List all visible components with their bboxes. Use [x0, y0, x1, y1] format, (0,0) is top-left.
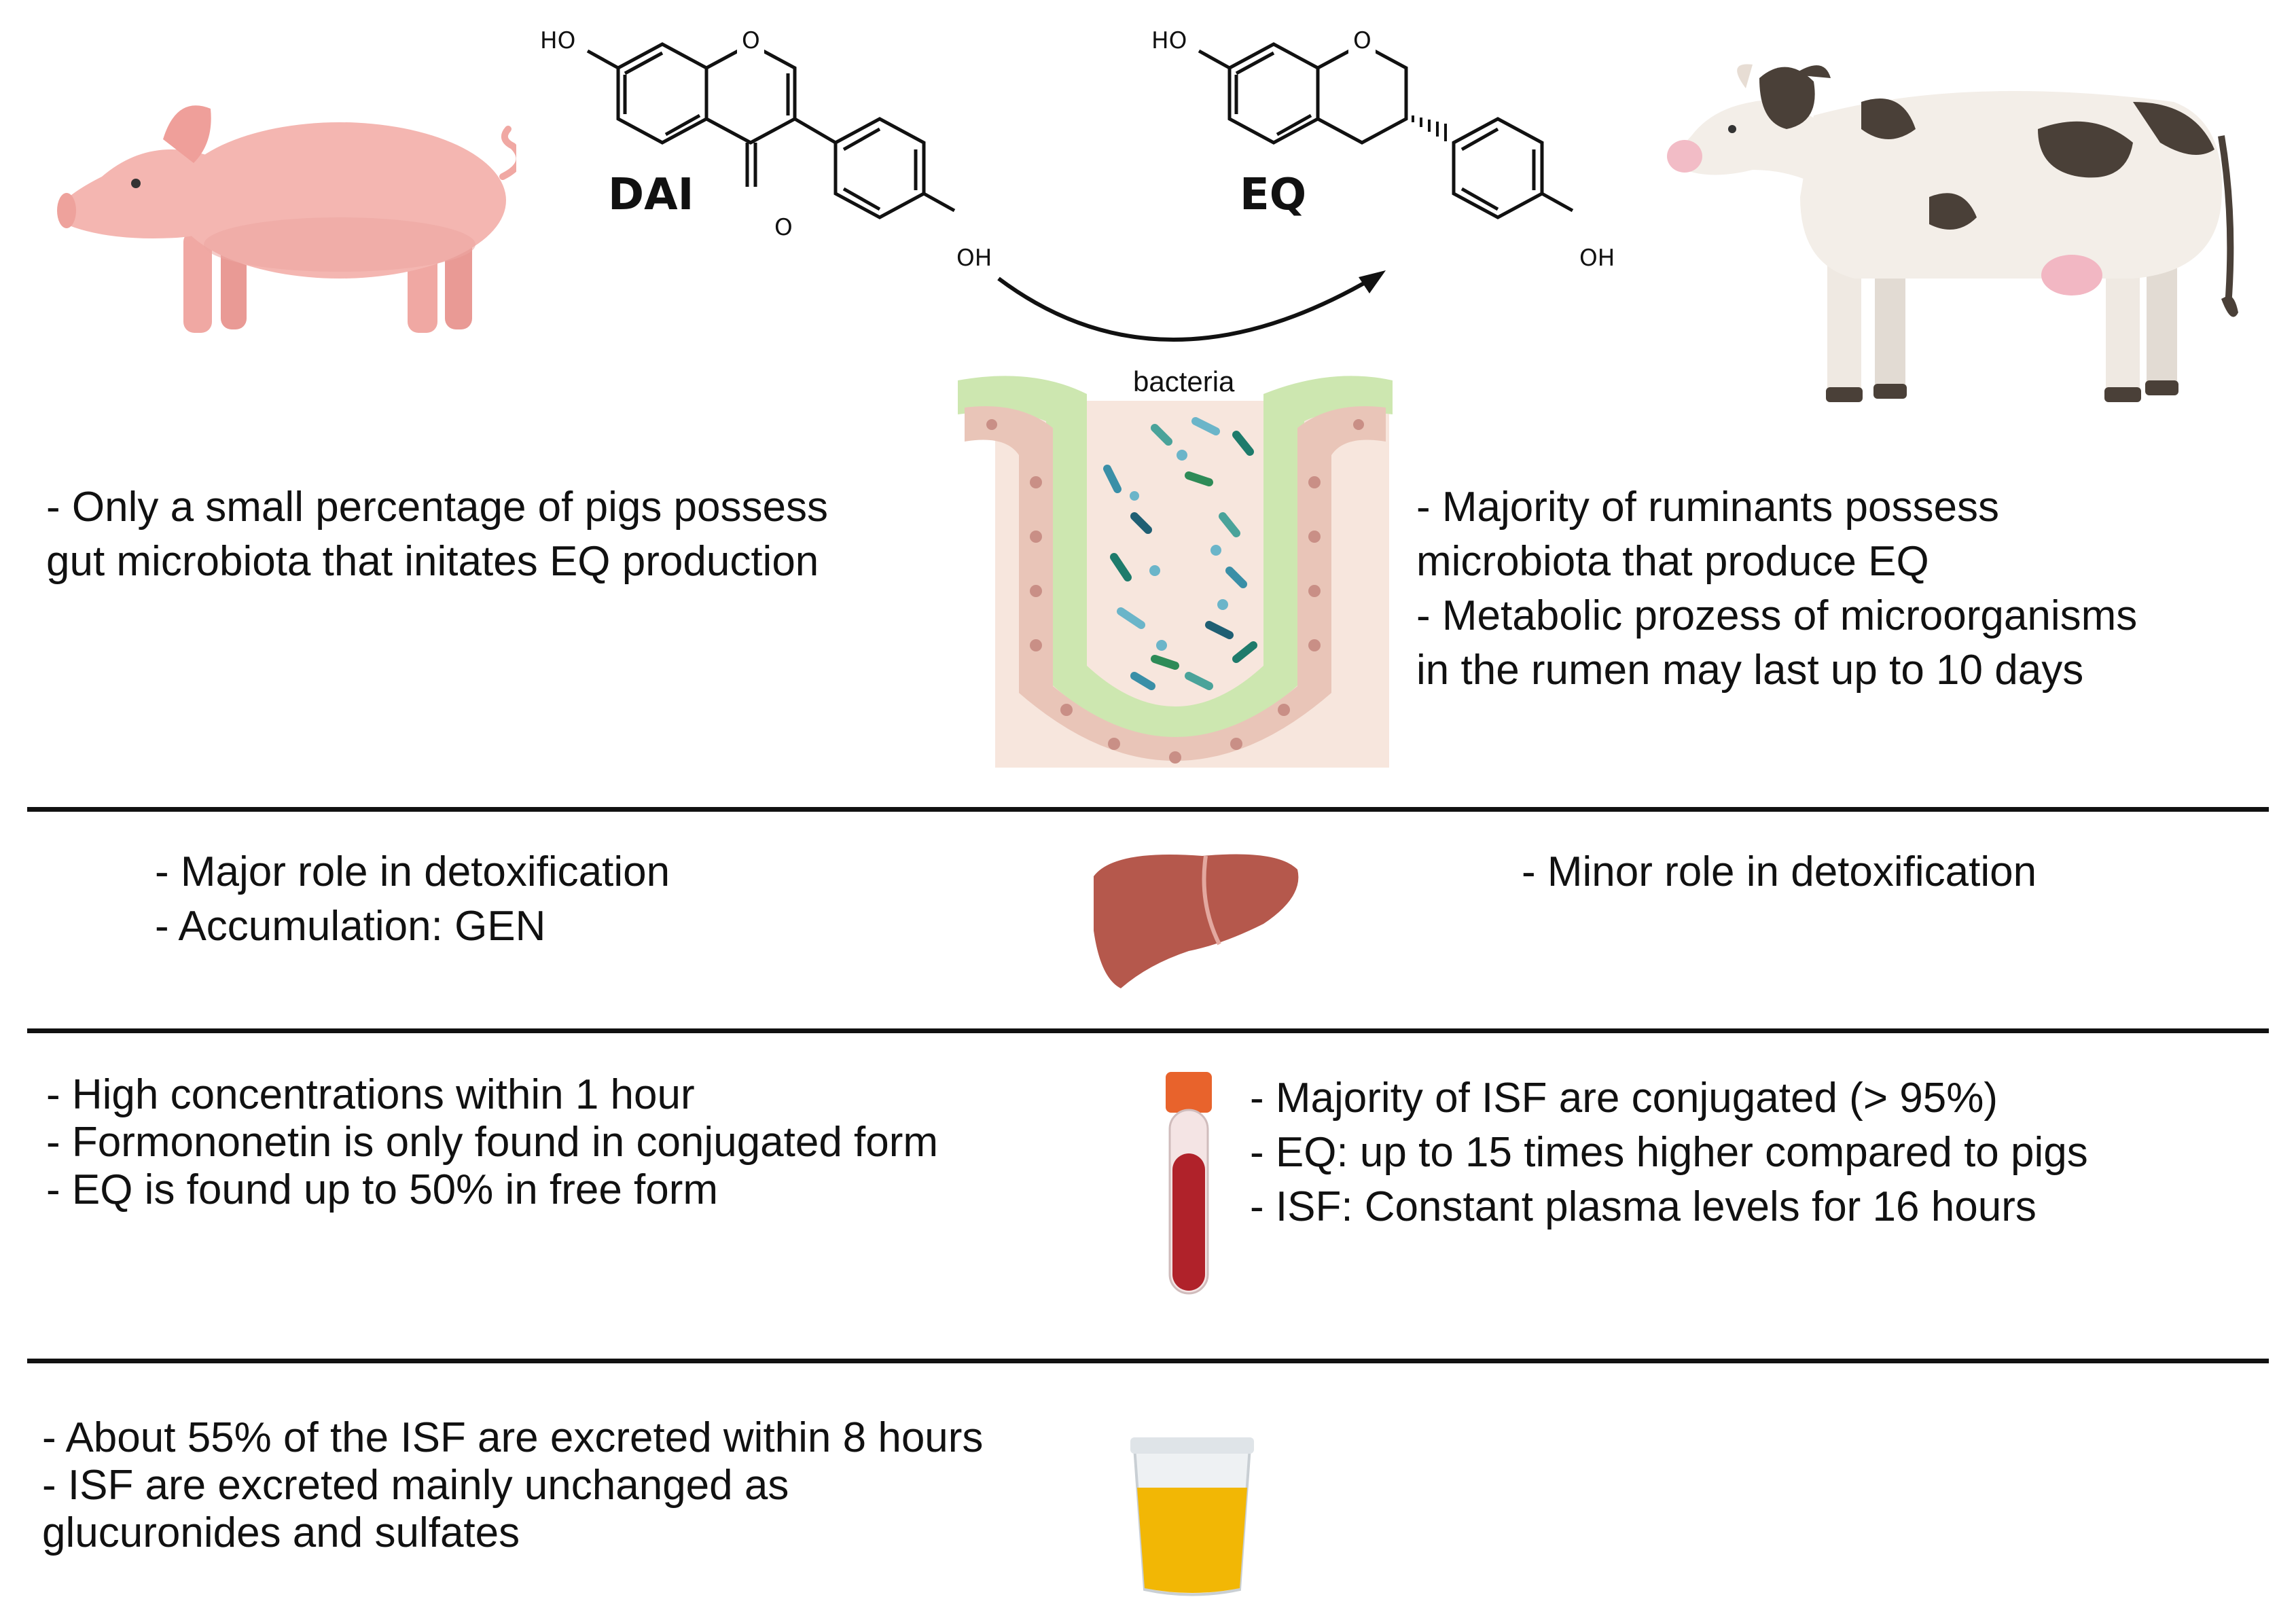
ruminant-blood-text: - Majority of ISF are conjugated (> 95%)… [1250, 1071, 2088, 1234]
ruminant-liver-line: - Minor role in detoxification [1522, 848, 2037, 895]
ruminant-liver-text: - Minor role in detoxification [1522, 845, 2037, 899]
pig-blood-line: - EQ is found up to 50% in free form [46, 1166, 719, 1213]
section-divider [27, 807, 2269, 812]
pig-blood-line: - Formononetin is only found in conjugat… [46, 1119, 939, 1166]
conversion-arrow [997, 270, 1386, 342]
pig-liver-text: - Major role in detoxification - Accumul… [155, 845, 670, 954]
dai-ho-label: HO [540, 27, 576, 54]
gut-villus-illustration [958, 376, 1393, 768]
pig-excretion-line: glucuronides and sulfates [42, 1509, 520, 1556]
dai-label: DAI [608, 170, 694, 220]
cow-illustration [1667, 64, 2238, 402]
pig-blood-text: - High concentrations within 1 hour - Fo… [46, 1071, 938, 1214]
eq-label: EQ [1240, 170, 1307, 220]
pig-microbiota-text: - Only a small percentage of pigs posses… [46, 480, 828, 589]
section-divider [27, 1028, 2269, 1033]
ruminant-microbiota-line: - Majority of ruminants possess [1416, 484, 1999, 531]
ruminant-microbiota-text: - Majority of ruminants possess microbio… [1416, 480, 2137, 698]
section-divider [27, 1359, 2269, 1363]
liver-icon [1094, 854, 1299, 988]
ruminant-microbiota-line: - Metabolic prozess of microorganisms [1416, 592, 2138, 639]
eq-ho-label: HO [1151, 27, 1187, 54]
urine-cup-icon [1130, 1437, 1254, 1596]
pig-microbiota-line: - Only a small percentage of pigs posses… [46, 484, 828, 531]
ruminant-blood-line: - EQ: up to 15 times higher compared to … [1250, 1129, 2088, 1176]
dai-ring-oxygen-label: O [742, 27, 760, 54]
dai-molecule [586, 31, 956, 219]
eq-molecule [1198, 31, 1574, 219]
pig-liver-line: - Accumulation: GEN [155, 903, 546, 950]
pig-blood-line: - High concentrations within 1 hour [46, 1071, 695, 1118]
dai-oh-label: OH [956, 245, 992, 272]
pig-excretion-line: - ISF are excreted mainly unchanged as [42, 1462, 789, 1509]
eq-oh-label: OH [1579, 245, 1615, 272]
pig-illustration [57, 105, 516, 333]
pig-excretion-line: - About 55% of the ISF are excreted with… [42, 1414, 984, 1461]
ruminant-microbiota-line: in the rumen may last up to 10 days [1416, 647, 2084, 694]
pig-liver-line: - Major role in detoxification [155, 848, 670, 895]
bacteria-label: bacteria [1133, 365, 1235, 397]
pig-excretion-text: - About 55% of the ISF are excreted with… [42, 1414, 983, 1557]
dai-keto-oxygen-label: O [774, 214, 793, 241]
blood-tube-icon [1166, 1072, 1212, 1295]
eq-ring-oxygen-label: O [1353, 27, 1371, 54]
ruminant-blood-line: - Majority of ISF are conjugated (> 95%) [1250, 1075, 1998, 1122]
ruminant-blood-line: - ISF: Constant plasma levels for 16 hou… [1250, 1183, 2037, 1230]
pig-microbiota-line: gut microbiota that initates EQ producti… [46, 538, 819, 585]
ruminant-microbiota-line: microbiota that produce EQ [1416, 538, 1929, 585]
